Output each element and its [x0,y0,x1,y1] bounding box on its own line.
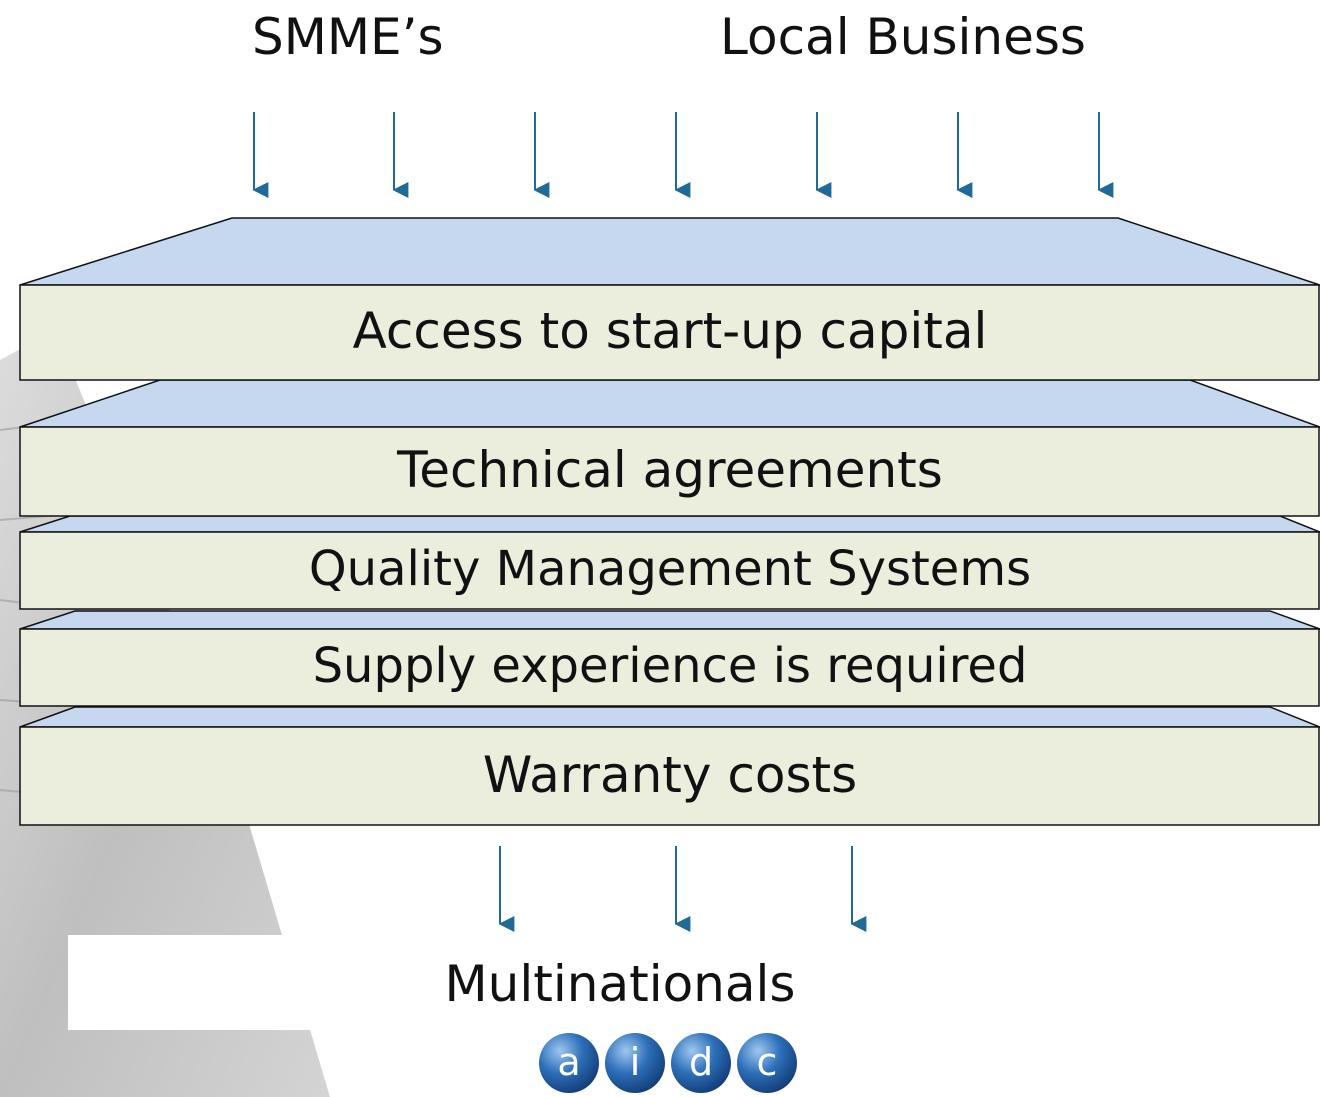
aidc-logo: a i d c [539,1033,797,1093]
barrier-label-4: Supply experience is required [312,638,1028,694]
layer-top-3 [19,515,1320,533]
barrier-label-1: Access to start-up capital [352,302,988,360]
barrier-bar-3 [19,531,1320,610]
barrier-label-5: Warranty costs [482,746,858,804]
layer-top-1 [19,217,1320,286]
multinationals-label: Multinationals [444,955,796,1013]
barrier-bar-5 [19,726,1320,826]
logo-letter-a: a [557,1040,580,1084]
local-business-label: Local Business [720,8,1086,66]
logo-letter-c: c [757,1040,778,1084]
barrier-bars [19,284,1320,826]
barrier-bar-2 [19,426,1320,517]
white-box [68,935,320,1030]
barrier-bar-1 [19,284,1320,381]
barrier-bar-4 [19,628,1320,707]
layer-top-5 [19,706,1320,728]
logo-letter-d: d [689,1040,713,1084]
logo-letter-i: i [630,1040,641,1084]
layer-top-4 [19,610,1320,630]
barrier-label-3: Quality Management Systems [308,541,1032,597]
smme-label: SMME’s [252,8,444,66]
top-arrows [252,112,1114,198]
barrier-label-2: Technical agreements [397,441,943,499]
bottom-arrows [498,846,867,932]
layer-top-2 [19,379,1320,428]
